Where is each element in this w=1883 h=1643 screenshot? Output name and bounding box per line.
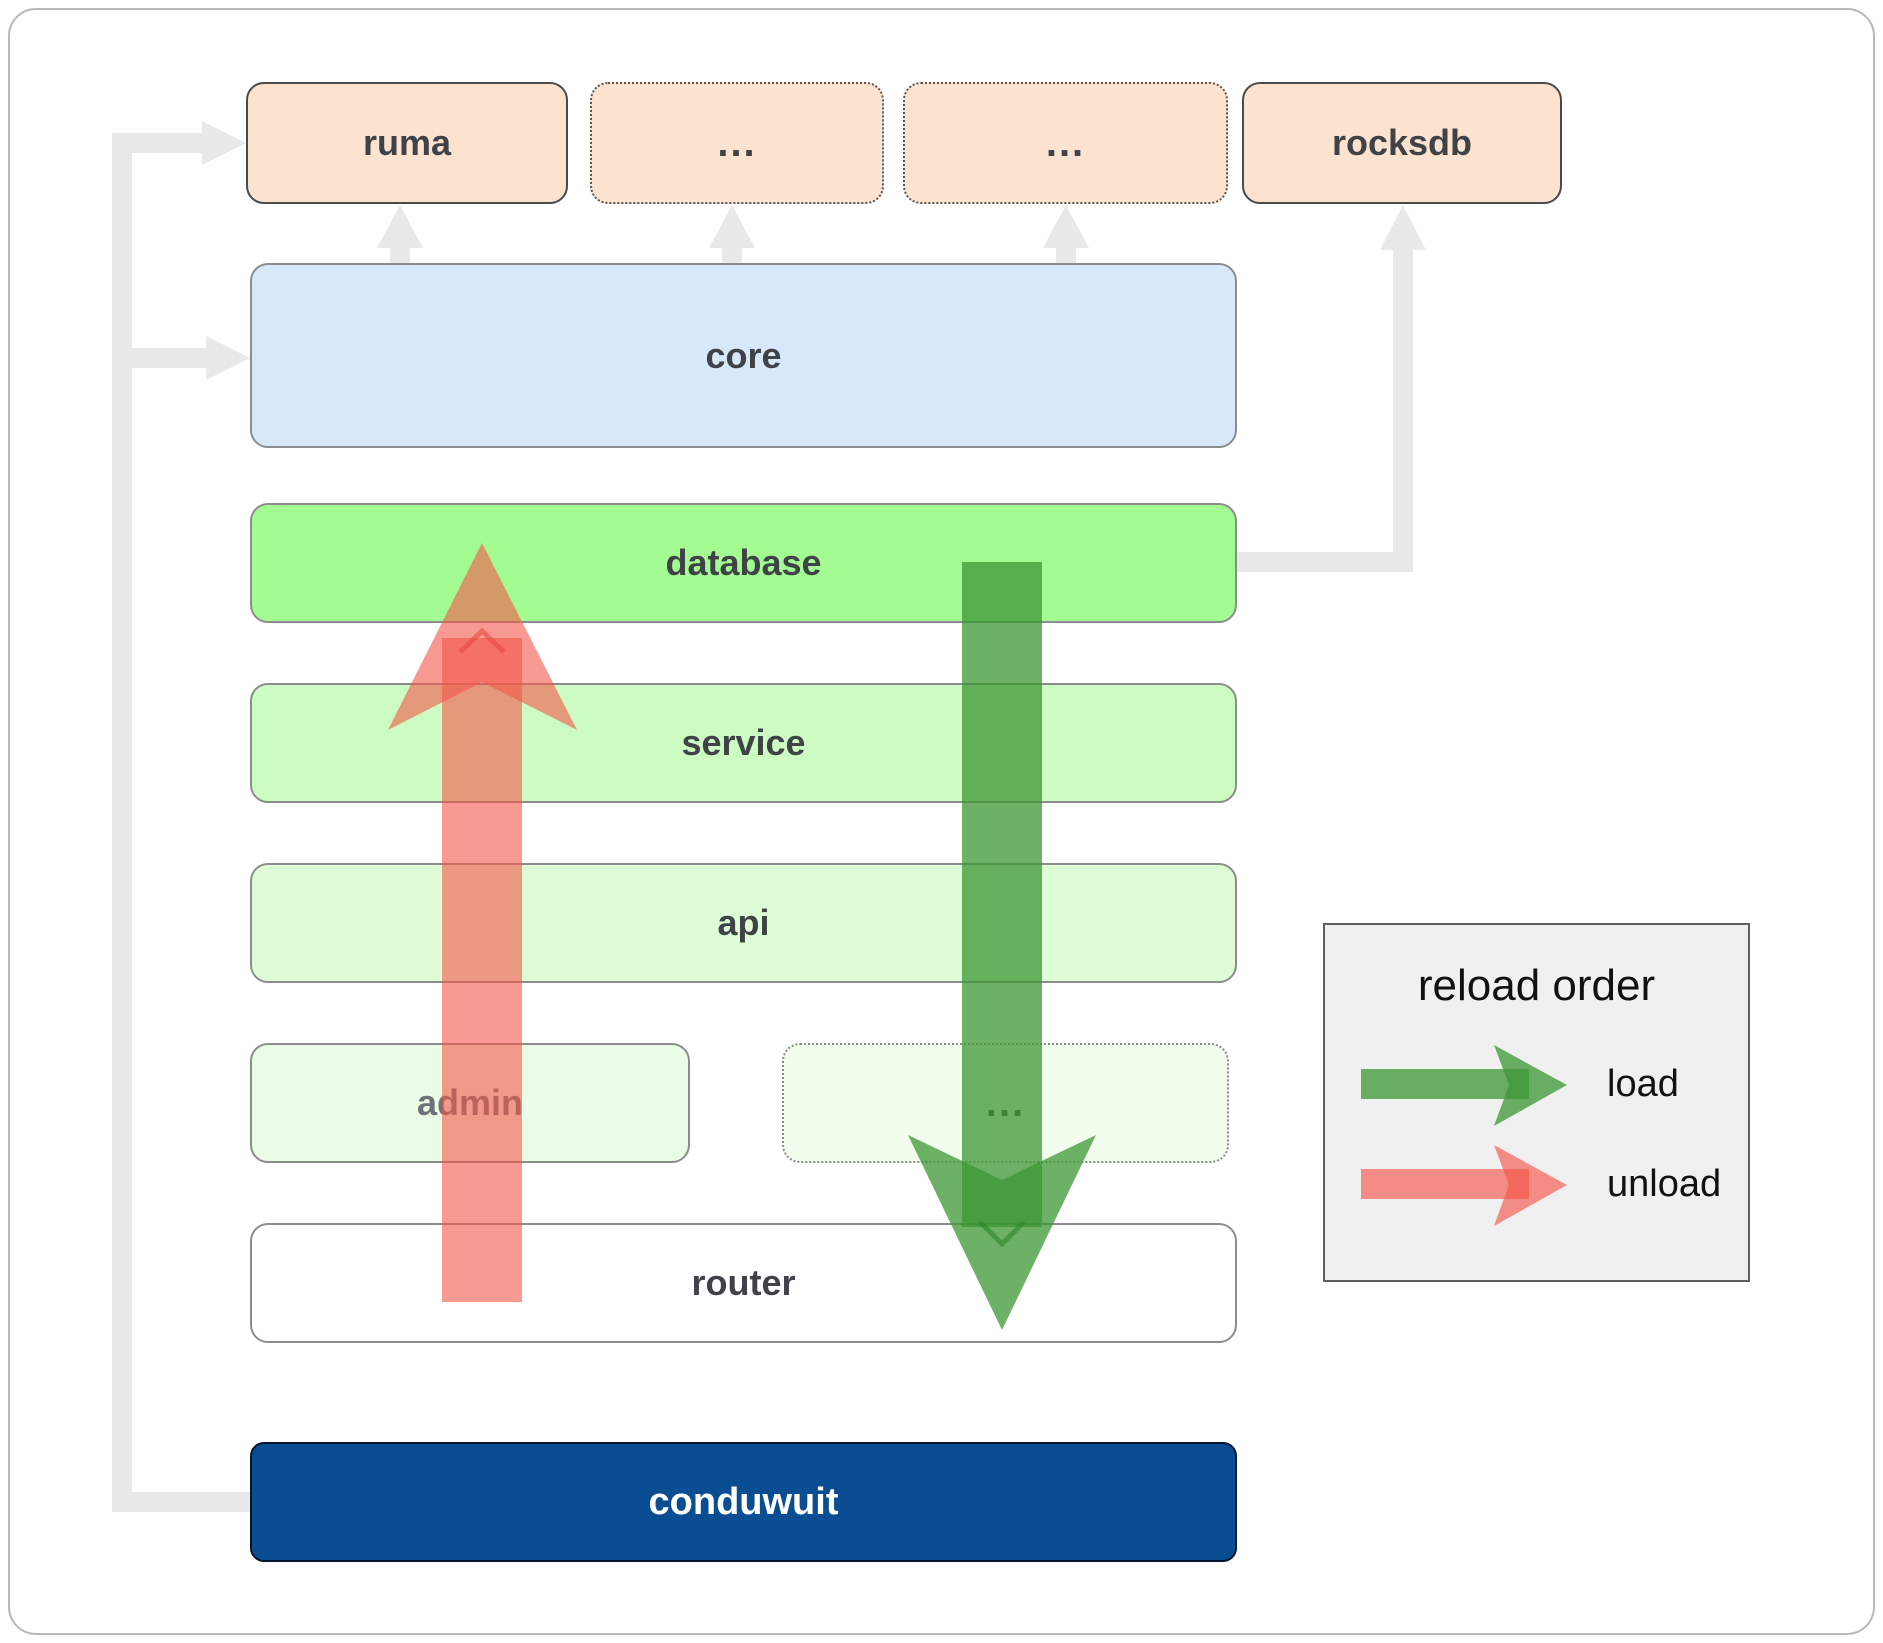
legend-unload-arrow-shaft	[1361, 1169, 1529, 1199]
legend-load-arrow-icon	[1361, 1045, 1567, 1126]
node-router-label: router	[691, 1262, 796, 1303]
legend-unload-arrow-head	[1494, 1145, 1567, 1226]
legend-box: reload order load unload	[1323, 923, 1750, 1282]
node-admin-label: admin	[416, 1082, 523, 1123]
node-admin: admin	[250, 1043, 690, 1163]
node-core-label: core	[705, 334, 782, 376]
node-database-label: database	[665, 542, 822, 583]
node-database: database	[250, 503, 1237, 623]
node-ellipsis-top-1-label: ...	[717, 120, 757, 165]
node-ellipsis-admin: ...	[782, 1043, 1229, 1163]
node-ellipsis-top-2: ...	[903, 82, 1228, 204]
node-rocksdb: rocksdb	[1242, 82, 1562, 204]
node-ruma: ruma	[246, 82, 568, 204]
legend-load-arrow-head	[1494, 1045, 1567, 1126]
legend-load-arrow-shaft	[1361, 1069, 1529, 1099]
node-router: router	[250, 1223, 1237, 1343]
node-ellipsis-admin-label: ...	[985, 1080, 1026, 1125]
node-ellipsis-top-2-label: ...	[1045, 120, 1086, 165]
legend-load-label: load	[1607, 1063, 1679, 1105]
legend-title: reload order	[1417, 961, 1656, 1010]
node-service: service	[250, 683, 1237, 803]
legend-unload-arrow-icon	[1361, 1145, 1567, 1226]
node-ruma-label: ruma	[362, 122, 452, 163]
node-conduwuit-label: conduwuit	[648, 1480, 839, 1523]
diagram-frame	[8, 8, 1875, 1635]
node-ellipsis-top-1: ...	[590, 82, 884, 204]
node-api-label: api	[717, 902, 770, 943]
legend-unload-label: unload	[1607, 1163, 1722, 1205]
node-core: core	[250, 263, 1237, 448]
node-conduwuit: conduwuit	[250, 1442, 1237, 1562]
node-service-label: service	[681, 722, 806, 763]
node-api: api	[250, 863, 1237, 983]
node-rocksdb-label: rocksdb	[1331, 122, 1473, 163]
